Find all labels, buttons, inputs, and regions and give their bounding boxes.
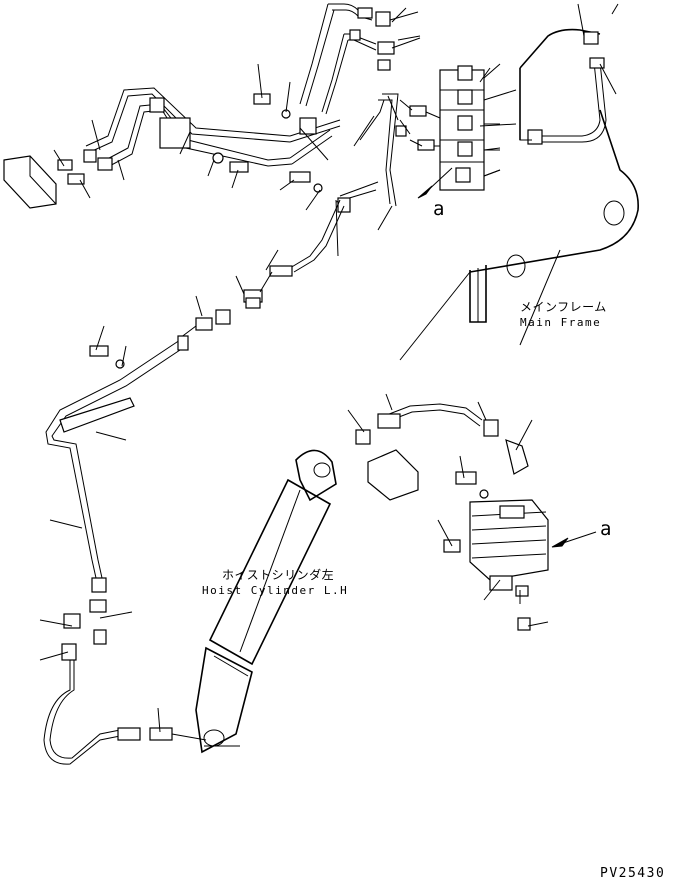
main-frame	[399, 28, 639, 361]
view-a-arrows	[417, 167, 597, 548]
main-frame-label-jp: メインフレーム	[520, 300, 607, 314]
drawing-code: PV25430	[600, 866, 666, 881]
left-pipe-run	[43, 335, 207, 765]
view-a-label-lower: a	[600, 518, 612, 540]
lower-right-valve	[355, 403, 549, 631]
distributor-block-upper	[395, 63, 517, 191]
bracket-block	[3, 155, 57, 209]
top-right-hose	[527, 31, 607, 145]
mid-left-fasteners	[89, 297, 261, 369]
upper-left-pipe-bundle	[85, 87, 341, 173]
upper-left-fittings	[57, 93, 323, 193]
leader-lines	[39, 3, 619, 747]
top-right-pipes	[299, 3, 421, 115]
hoist-cylinder-label-jp: ホイストシリンダ左	[222, 568, 335, 582]
view-a-label-upper: a	[433, 198, 445, 220]
middle-pipe-run	[179, 93, 399, 339]
hoist-cylinder-label-en: Hoist Cylinder L.H	[202, 584, 349, 597]
main-frame-label-en: Main Frame	[520, 316, 602, 329]
hoist-cylinder	[195, 449, 337, 754]
